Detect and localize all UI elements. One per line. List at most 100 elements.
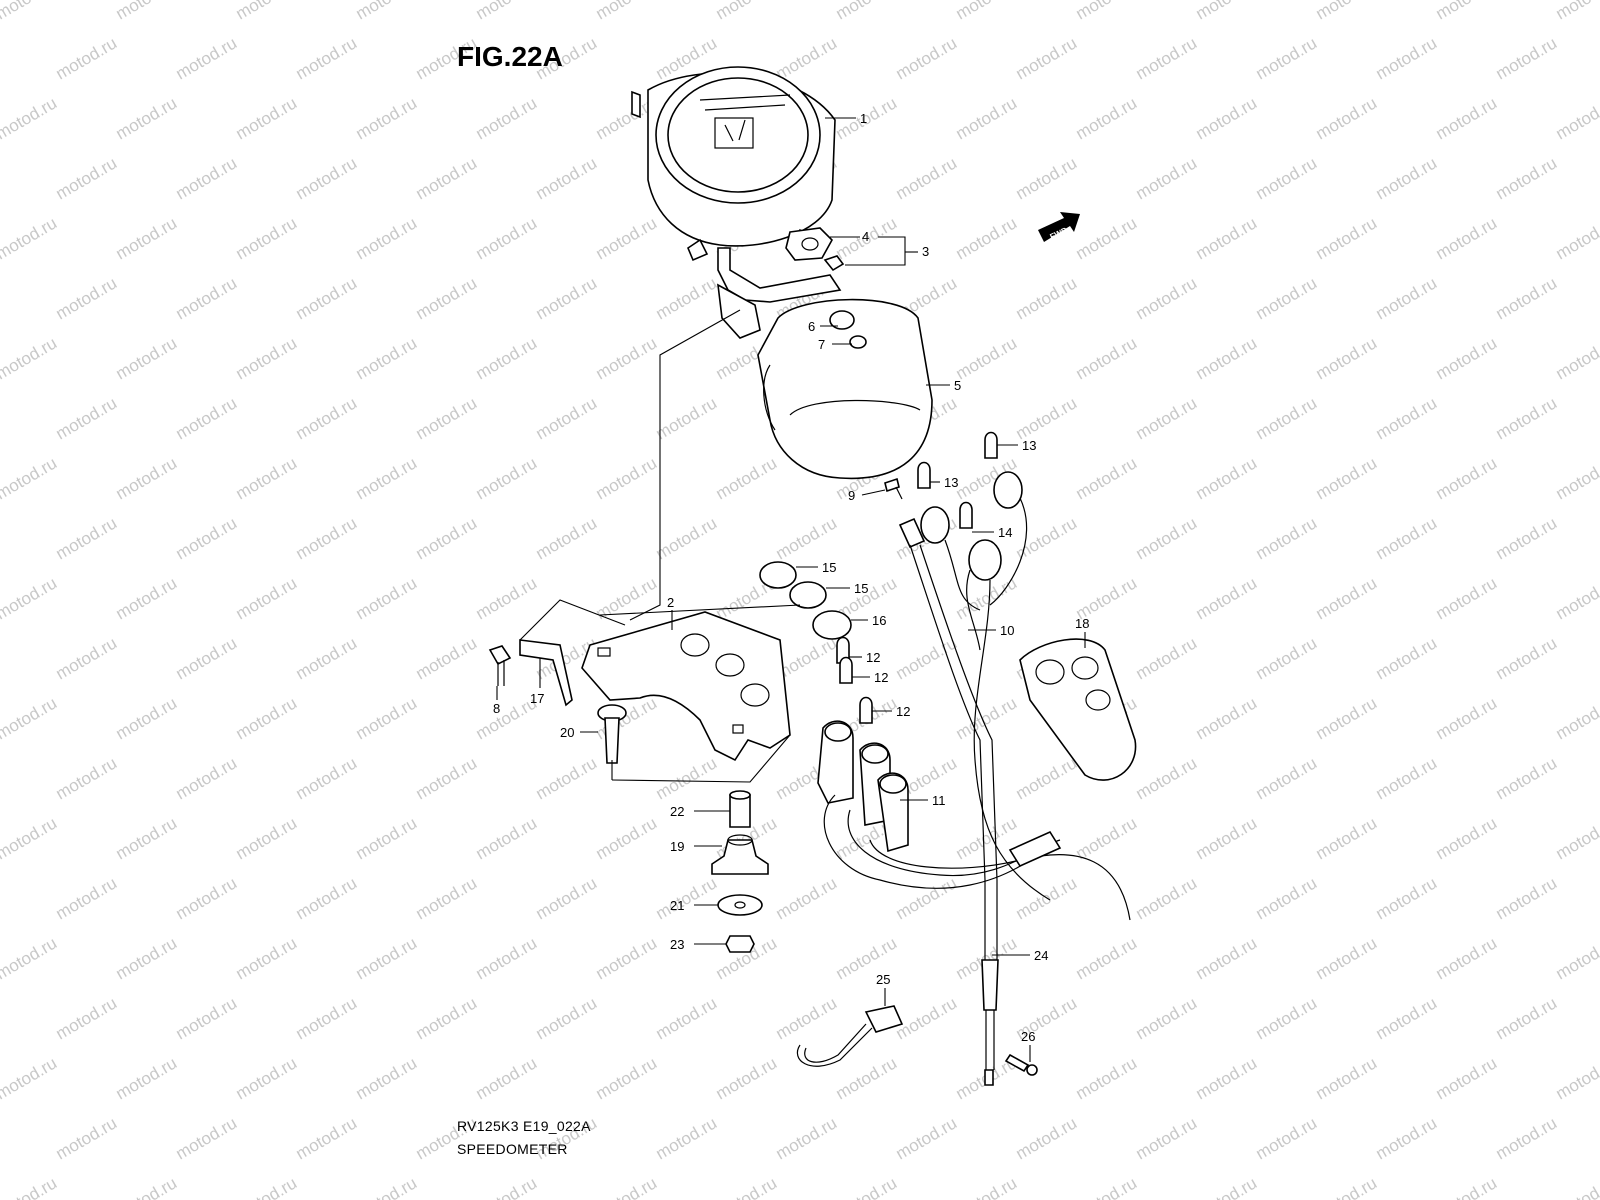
callout-number: 18 <box>1075 616 1089 631</box>
watermark-text: motod.ru <box>1313 573 1381 623</box>
watermark-text: motod.ru <box>53 513 121 563</box>
watermark-text: motod.ru <box>1193 333 1261 383</box>
watermark-text: motod.ru <box>1013 393 1081 443</box>
watermark-text: motod.ru <box>353 93 421 143</box>
callout-26: 26 <box>1021 1029 1035 1062</box>
watermark-text: motod.ru <box>233 93 301 143</box>
watermark-text: motod.ru <box>653 993 721 1043</box>
watermark-text: motod.ru <box>1073 333 1141 383</box>
watermark-text: motod.ru <box>293 1113 361 1163</box>
watermark-text: motod.ru <box>1493 873 1561 923</box>
watermark-text: motod.ru <box>1553 333 1600 383</box>
watermark-text: motod.ru <box>293 33 361 83</box>
watermark-text: motod.ru <box>893 873 961 923</box>
callout-10: 10 <box>968 623 1014 638</box>
watermark-text: motod.ru <box>1433 573 1501 623</box>
watermark-text: motod.ru <box>1313 933 1381 983</box>
watermark-text: motod.ru <box>53 1113 121 1163</box>
nut-23 <box>725 935 755 953</box>
callout-15a: 15 <box>796 560 836 575</box>
callout-7: 7 <box>818 337 852 352</box>
bolt-8 <box>488 645 512 686</box>
callout-25: 25 <box>876 972 890 1006</box>
rivet-20 <box>597 704 627 764</box>
watermark-text: motod.ru <box>293 753 361 803</box>
callout-number: 8 <box>493 701 500 716</box>
callout-22: 22 <box>670 804 730 819</box>
watermark-text: motod.ru <box>1133 153 1201 203</box>
watermark-text: motod.ru <box>353 0 421 23</box>
watermark-text: motod.ru <box>1133 753 1201 803</box>
watermark-text: motod.ru <box>1553 1173 1600 1200</box>
watermark-text: motod.ru <box>1493 753 1561 803</box>
watermark-text: motod.ru <box>1373 753 1441 803</box>
watermark-text: motod.ru <box>713 453 781 503</box>
watermark-text: motod.ru <box>713 1173 781 1200</box>
watermark-text: motod.ru <box>1373 33 1441 83</box>
watermark-text: motod.ru <box>353 453 421 503</box>
watermark-text: motod.ru <box>53 753 121 803</box>
watermark-text: motod.ru <box>353 213 421 263</box>
callout-18: 18 <box>1075 616 1089 648</box>
watermark-text: motod.ru <box>1313 333 1381 383</box>
watermark-text: motod.ru <box>0 573 60 623</box>
watermark-text: motod.ru <box>833 1173 901 1200</box>
callout-number: 23 <box>670 937 684 952</box>
watermark-text: motod.ru <box>533 753 601 803</box>
watermark-text: motod.ru <box>233 0 301 23</box>
callout-number: 10 <box>1000 623 1014 638</box>
rubber-caps <box>759 561 852 640</box>
watermark-text: motod.ru <box>1493 393 1561 443</box>
watermark-text: motod.ru <box>173 393 241 443</box>
watermark-text: motod.ru <box>773 513 841 563</box>
callout-number: 20 <box>560 725 574 740</box>
callout-11: 11 <box>900 793 946 808</box>
watermark-text: motod.ru <box>593 1173 661 1200</box>
watermark-text: motod.ru <box>713 0 781 23</box>
watermark-text: motod.ru <box>893 1113 961 1163</box>
watermark-text: motod.ru <box>1313 453 1381 503</box>
watermark-text: motod.ru <box>1073 213 1141 263</box>
watermark-text: motod.ru <box>1313 93 1381 143</box>
watermark-text: motod.ru <box>653 1113 721 1163</box>
watermark-text: motod.ru <box>893 153 961 203</box>
watermark-text: motod.ru <box>1493 33 1561 83</box>
watermark-text: motod.ru <box>593 0 661 23</box>
callout-21: 21 <box>670 898 718 913</box>
speedometer-cable <box>898 517 999 1086</box>
stay-bracket <box>519 639 573 707</box>
watermark-text: motod.ru <box>473 333 541 383</box>
watermark-text: motod.ru <box>1193 813 1261 863</box>
callout-number: 1 <box>860 111 867 126</box>
watermark-text: motod.ru <box>1133 633 1201 683</box>
callout-17: 17 <box>530 658 544 706</box>
watermark-text: motod.ru <box>473 933 541 983</box>
watermark-text: motod.ru <box>1313 813 1381 863</box>
watermark-text: motod.ru <box>0 453 60 503</box>
watermark-text: motod.ru <box>293 393 361 443</box>
watermark-text: motod.ru <box>53 33 121 83</box>
watermark-text: motod.ru <box>953 693 1021 743</box>
watermark-text: motod.ru <box>713 1053 781 1103</box>
watermark-text: motod.ru <box>1433 333 1501 383</box>
watermark-text: motod.ru <box>113 933 181 983</box>
watermark-text: motod.ru <box>1253 153 1321 203</box>
watermark-text: motod.ru <box>113 1173 181 1200</box>
watermark-text: motod.ru <box>353 333 421 383</box>
watermark-text: motod.ru <box>1013 153 1081 203</box>
watermark-text: motod.ru <box>593 213 661 263</box>
watermark-text: motod.ru <box>0 0 60 23</box>
watermark-text: motod.ru <box>953 333 1021 383</box>
watermark-text: motod.ru <box>233 1173 301 1200</box>
watermark-text: motod.ru <box>1553 453 1600 503</box>
watermark-text: motod.ru <box>0 933 60 983</box>
model-code: RV125K3 E19_022A <box>457 1118 591 1134</box>
callout-15b: 15 <box>826 581 868 596</box>
watermark-text: motod.ru <box>0 1173 60 1200</box>
watermark-text: motod.ru <box>53 393 121 443</box>
watermark-text: motod.ru <box>353 573 421 623</box>
watermark-text: motod.ru <box>1493 513 1561 563</box>
callout-number: 26 <box>1021 1029 1035 1044</box>
watermark-text: motod.ru <box>473 1053 541 1103</box>
watermark-text: motod.ru <box>1433 813 1501 863</box>
